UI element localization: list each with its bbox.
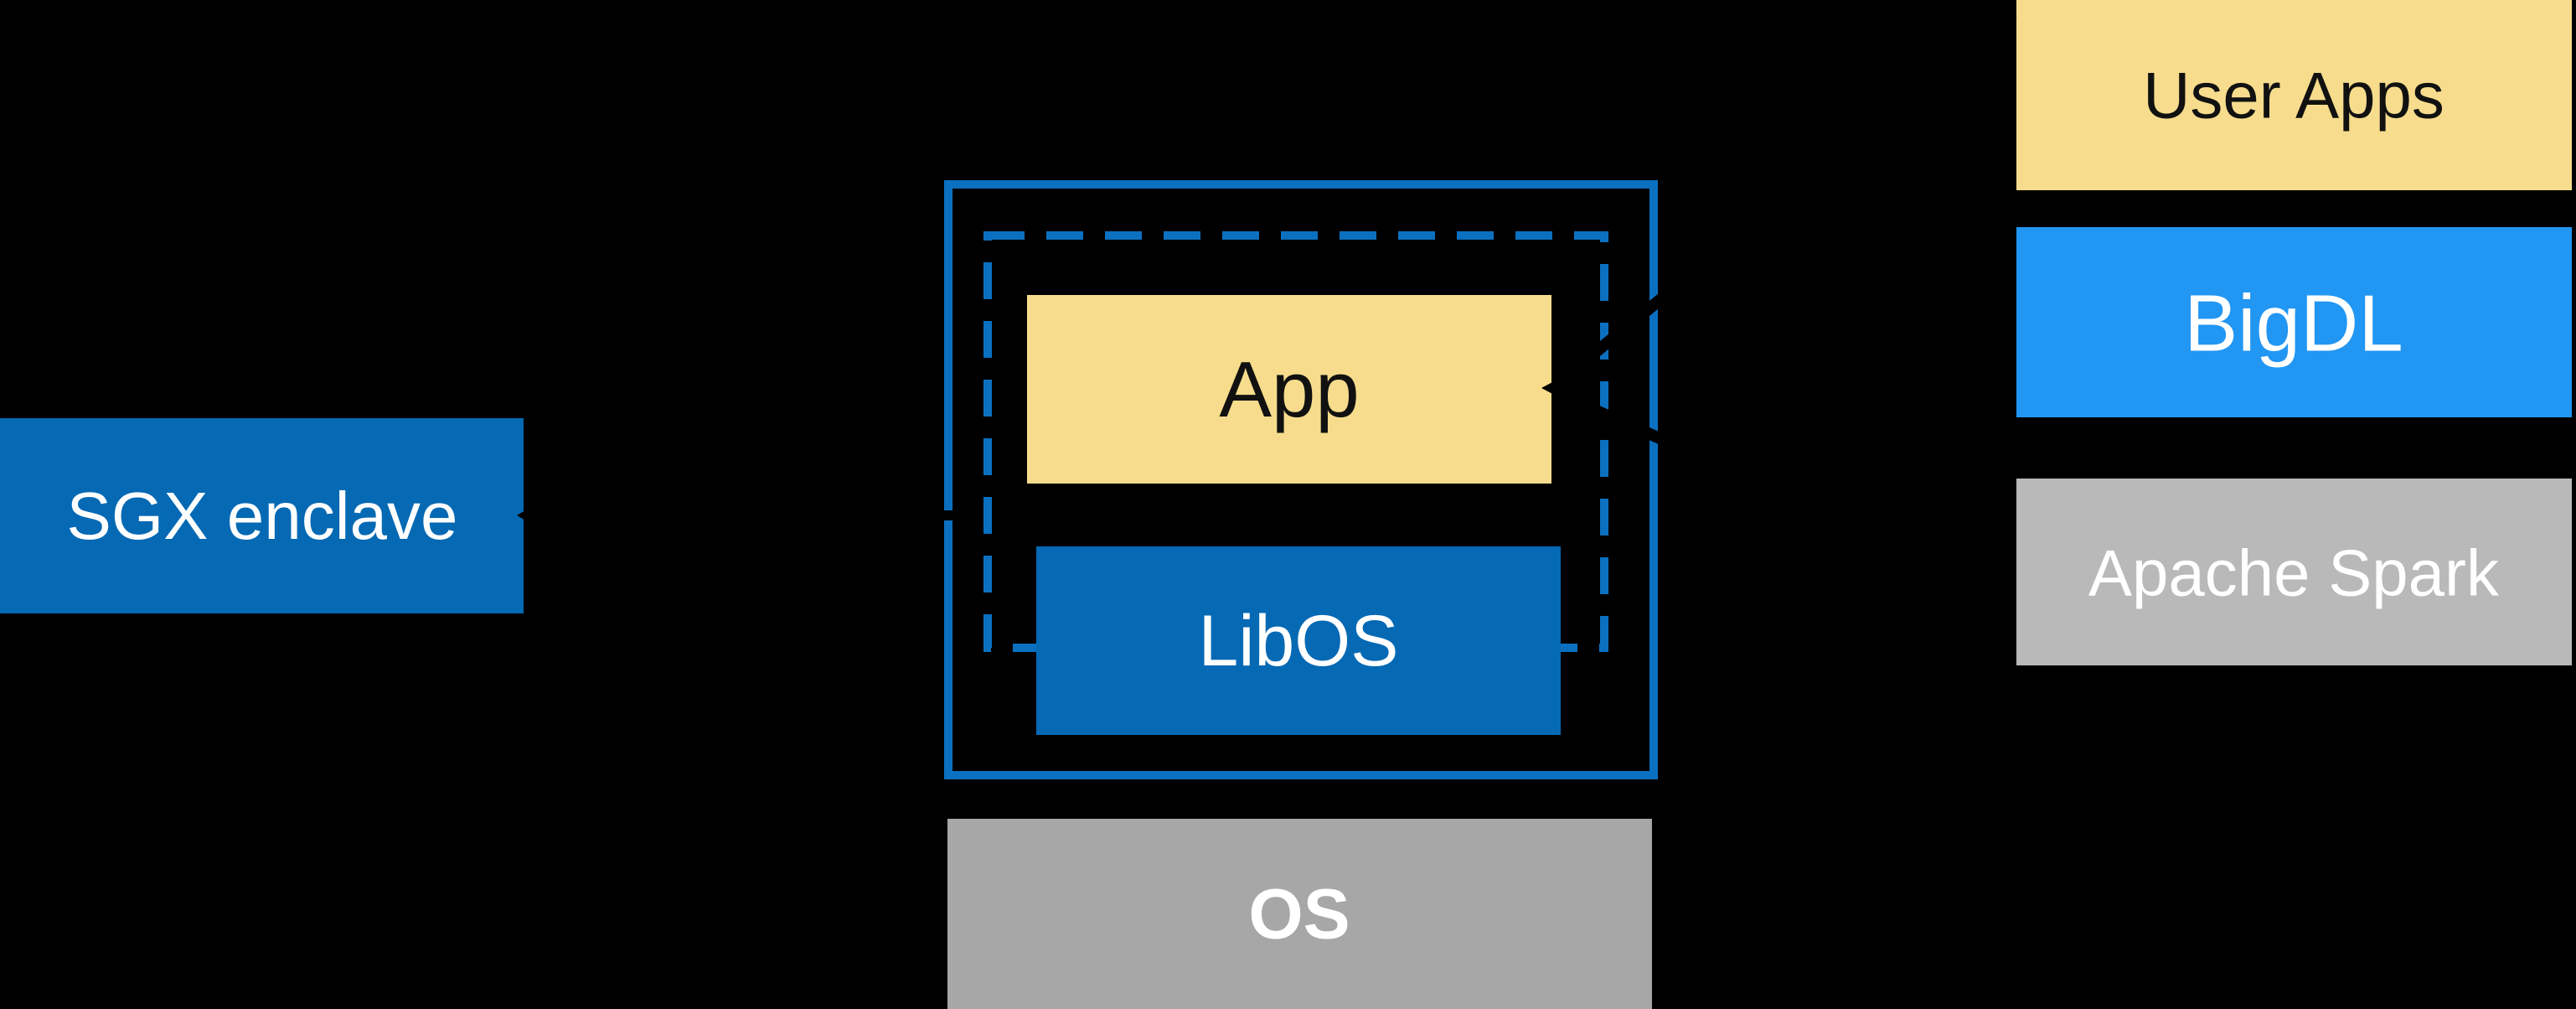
app-box-rect — [1027, 295, 1551, 484]
bigdl-box: BigDL — [2016, 227, 2572, 417]
apache-spark-label: Apache Spark — [2088, 536, 2500, 609]
os-box: OS — [947, 819, 1652, 1009]
bigdl-label: BigDL — [2184, 279, 2403, 369]
libos-box-rect — [1036, 546, 1561, 735]
app-box: App — [1027, 295, 1551, 484]
sgx-enclave-dashed-boundary — [983, 231, 1608, 652]
stack-to-app-arrow-upper — [1556, 8, 2017, 386]
apache-spark-box-rect — [2016, 479, 2572, 665]
sgx-enclave-label-rect — [0, 418, 524, 613]
app-box-label: App — [1219, 345, 1359, 433]
host-process-box — [944, 180, 1658, 779]
stack-to-app-arrowhead — [1541, 361, 1592, 415]
libos-box: LibOS — [1036, 546, 1561, 735]
apache-spark-box: Apache Spark — [2016, 479, 2572, 665]
user-apps-box-rect — [2016, 0, 2572, 190]
bigdl-box-rect — [2016, 227, 2572, 417]
os-box-rect — [947, 819, 1652, 1009]
os-box-label: OS — [1248, 874, 1350, 953]
user-apps-label: User Apps — [2143, 58, 2444, 132]
sgx-enclave-arrowhead — [517, 504, 535, 526]
stack-to-app-arrow-lower — [1557, 389, 2016, 598]
black-arrows — [517, 8, 2017, 598]
libos-box-label: LibOS — [1198, 601, 1398, 681]
user-apps-box: User Apps — [2016, 0, 2572, 190]
sgx-enclave-label: SGX enclave — [67, 479, 458, 553]
sgx-enclave-label-box: SGX enclave — [0, 418, 524, 613]
